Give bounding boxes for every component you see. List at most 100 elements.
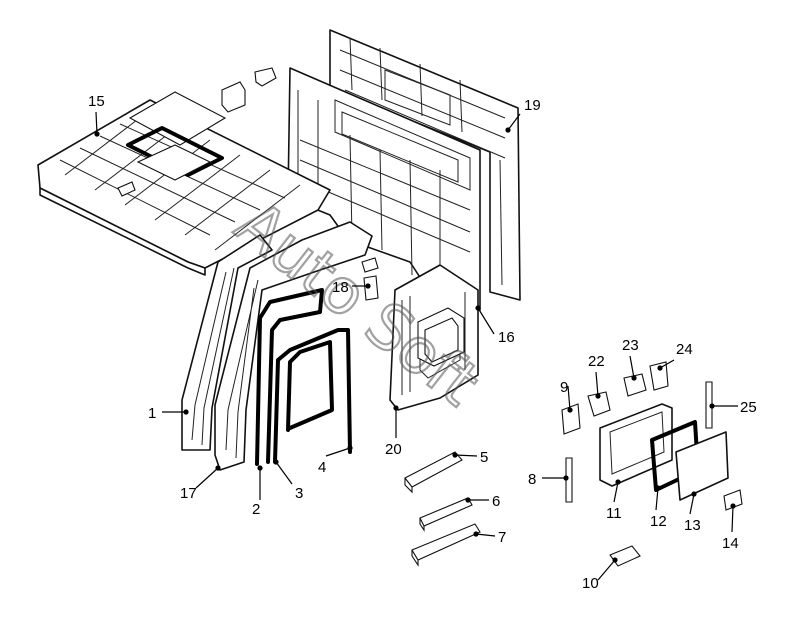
callout-label-19: 19: [524, 97, 541, 114]
callout-1: 1: [148, 405, 189, 422]
callout-label-13: 13: [684, 517, 701, 534]
callout-3: 3: [273, 459, 303, 502]
callout-leader-3: [275, 461, 293, 485]
trim-strip-6: [419, 497, 473, 532]
callout-dot-19: [505, 127, 511, 133]
callout-dot-20: [393, 405, 399, 411]
callout-label-16: 16: [498, 329, 515, 346]
gas-strut-25: [705, 381, 713, 429]
callout-dot-11: [615, 479, 621, 485]
callout-leader-17: [195, 467, 219, 489]
callout-10: 10: [582, 557, 618, 592]
callout-leader-4: [325, 447, 351, 457]
callout-dot-2: [257, 465, 263, 471]
callout-label-9: 9: [560, 379, 568, 396]
callout-dot-1: [183, 409, 189, 415]
gas-strut-8: [565, 457, 573, 503]
roof-clip: [117, 181, 136, 197]
callout-23: 23: [622, 337, 639, 381]
callout-24: 24: [657, 341, 693, 371]
callout-leader-19: [507, 113, 521, 131]
callout-leader-11: [613, 481, 619, 503]
callout-dot-18: [365, 283, 371, 289]
callout-dot-7: [473, 531, 479, 537]
callout-leader-13: [689, 493, 695, 515]
callout-leader-12: [655, 487, 659, 511]
callout-label-5: 5: [480, 449, 488, 466]
callout-14: 14: [722, 503, 739, 552]
callout-leader-22: [595, 371, 599, 397]
callout-dot-9: [567, 407, 573, 413]
side-wall: [181, 221, 373, 471]
callout-label-20: 20: [385, 441, 402, 458]
callout-20: 20: [385, 405, 402, 458]
callout-label-4: 4: [318, 459, 326, 476]
callout-6: 6: [465, 493, 500, 510]
rear-panel: [329, 29, 521, 301]
roof-hatch-frame: [136, 144, 212, 181]
callout-16: 16: [475, 305, 515, 346]
callout-label-6: 6: [492, 493, 500, 510]
callout-label-17: 17: [180, 485, 197, 502]
callout-25: 25: [709, 399, 757, 416]
callout-dot-10: [612, 557, 618, 563]
callout-dot-22: [595, 393, 601, 399]
roof-hatch-cover: [128, 91, 227, 146]
callout-dot-16: [475, 305, 481, 311]
callout-label-3: 3: [295, 485, 303, 502]
callout-leader-15: [95, 111, 98, 135]
callout-5: 5: [452, 449, 488, 466]
bracket-10: [609, 545, 641, 567]
callout-dot-3: [273, 459, 279, 465]
callout-leader-23: [629, 355, 635, 379]
door-seal-outer: [255, 288, 324, 466]
hatch-cover: [675, 431, 729, 501]
callout-dot-4: [347, 445, 353, 451]
callout-dot-17: [215, 465, 221, 471]
callout-label-24: 24: [676, 341, 693, 358]
callout-9: 9: [560, 379, 573, 413]
door-seal-glass: [286, 340, 334, 432]
callout-label-12: 12: [650, 513, 667, 530]
callout-13: 13: [684, 491, 701, 534]
callout-leader-7: [475, 533, 496, 537]
callout-2: 2: [252, 465, 263, 518]
callout-18: 18: [332, 279, 371, 296]
callout-dot-14: [730, 503, 736, 509]
callout-label-15: 15: [88, 93, 105, 110]
roof-hinge-right: [254, 67, 277, 87]
callout-dot-13: [691, 491, 697, 497]
callout-leader-24: [659, 359, 675, 369]
callout-dot-8: [563, 475, 569, 481]
callout-dot-6: [465, 497, 471, 503]
callout-leader-10: [597, 559, 616, 581]
callout-label-22: 22: [588, 353, 605, 370]
callout-label-18: 18: [332, 279, 349, 296]
middle-panel: [287, 67, 481, 311]
callout-dot-12: [655, 485, 661, 491]
callout-7: 7: [473, 529, 506, 546]
callout-leader-9: [567, 385, 571, 411]
callout-label-11: 11: [606, 505, 622, 522]
trim-strip-7: [411, 523, 481, 567]
callout-15: 15: [88, 93, 105, 137]
callout-17: 17: [180, 465, 221, 502]
latch-23: [623, 373, 647, 397]
door-lock-knob: [363, 275, 379, 301]
callout-label-10: 10: [582, 575, 599, 592]
callout-8: 8: [528, 471, 569, 488]
callout-label-23: 23: [622, 337, 639, 354]
trim-strip-5: [404, 451, 463, 494]
callout-label-1: 1: [148, 405, 156, 422]
callout-leader-16: [477, 307, 495, 335]
latch-24: [649, 361, 669, 391]
callout-label-7: 7: [498, 529, 506, 546]
callout-leader-14: [731, 505, 734, 533]
callout-4: 4: [318, 445, 353, 476]
callout-11: 11: [606, 479, 622, 522]
callout-dot-24: [657, 365, 663, 371]
callout-19: 19: [505, 97, 541, 133]
